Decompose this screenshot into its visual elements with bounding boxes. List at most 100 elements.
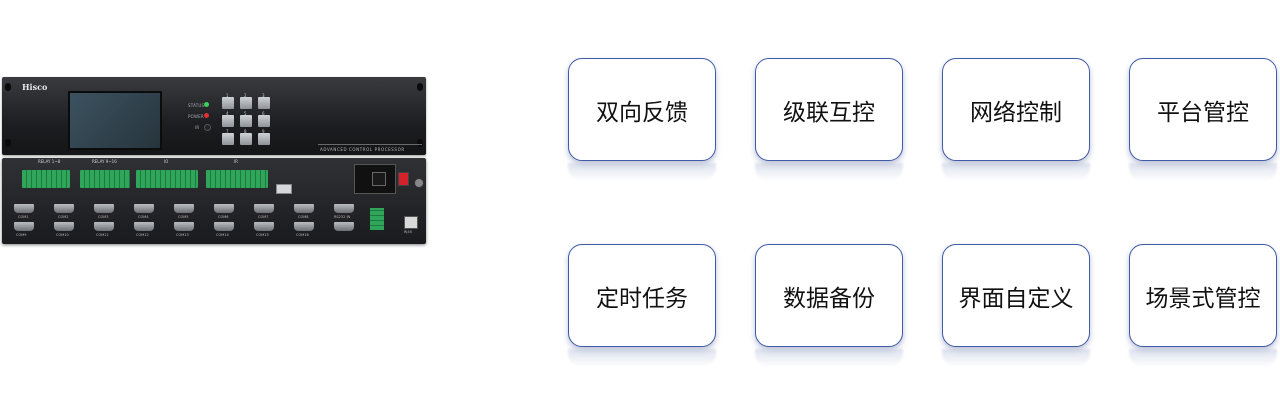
led-label-power: POWER [188, 114, 204, 119]
db9-port [94, 204, 114, 213]
key-number: 7 [226, 129, 229, 134]
db9-port [254, 204, 274, 213]
feature-card: 数据备份 [755, 244, 903, 347]
keypad [222, 97, 270, 145]
status-led [204, 102, 209, 107]
com-label: COM9 [16, 233, 27, 237]
rs232-label: RS232 IN [334, 215, 351, 219]
key-number: 3 [262, 93, 265, 98]
db9-port [54, 222, 74, 231]
rack-ear-hole [417, 139, 423, 147]
usb-port [276, 184, 292, 194]
brand-logo: Hisco [22, 82, 48, 92]
db9-port [334, 222, 354, 231]
key-number: 6 [262, 111, 265, 116]
feature-label: 双向反馈 [596, 99, 688, 126]
db9-port [134, 204, 154, 213]
relay2-label: RELAY 9~16 [92, 159, 117, 164]
card-reflection [1129, 349, 1277, 367]
keypad-key [222, 97, 234, 109]
rack-ear-hole [417, 83, 423, 91]
power-led [204, 113, 209, 118]
relay-terminal-block [80, 170, 130, 188]
feature-label: 数据备份 [783, 285, 875, 312]
card-reflection [1129, 163, 1277, 181]
feature-label: 级联互控 [783, 99, 875, 126]
db9-port [294, 222, 314, 231]
com-label: COM13 [176, 233, 189, 237]
db9-port [174, 222, 194, 231]
led-label-ir: IR [195, 125, 200, 130]
feature-card: 界面自定义 [942, 244, 1090, 347]
power-switch [398, 172, 409, 186]
ir-terminal-block [206, 170, 268, 188]
feature-card: 双向反馈 [568, 58, 716, 161]
ir-led [204, 124, 211, 131]
feature-card: 级联互控 [755, 58, 903, 161]
com-label: COM8 [298, 215, 309, 219]
feature-card: 平台管控 [1129, 58, 1277, 161]
db9-port [294, 204, 314, 213]
com-label: COM16 [296, 233, 309, 237]
keypad-key [240, 115, 252, 127]
power-socket [372, 172, 386, 186]
db9-port [334, 204, 354, 213]
relay1-label: RELAY 1~8 [38, 159, 61, 164]
key-number: 9 [262, 129, 265, 134]
rj45-label: RJ45 [404, 230, 412, 234]
io-label: IO [164, 159, 169, 164]
feature-label: 平台管控 [1157, 99, 1249, 126]
card-reflection [568, 349, 716, 367]
rack-ear-hole [5, 83, 11, 91]
key-number: 1 [226, 93, 229, 98]
com-label: COM14 [216, 233, 229, 237]
com-label: COM15 [256, 233, 269, 237]
db9-port [214, 222, 234, 231]
com-label: COM3 [98, 215, 109, 219]
feature-card: 网络控制 [942, 58, 1090, 161]
db9-port [14, 222, 34, 231]
ground-knob [414, 178, 424, 188]
com-label: COM4 [138, 215, 149, 219]
device-rear-panel: RELAY 1~8 RELAY 9~16 IO IR COM1 COM2 COM… [2, 158, 426, 244]
db9-port [14, 204, 34, 213]
com-label: COM5 [178, 215, 189, 219]
card-reflection [755, 163, 903, 181]
card-reflection [568, 163, 716, 181]
rack-ear-hole [5, 139, 11, 147]
feature-label: 网络控制 [970, 99, 1062, 126]
feature-label: 界面自定义 [958, 285, 1074, 312]
keypad-key [258, 133, 270, 145]
small-terminal-block [370, 208, 384, 230]
key-number: 8 [244, 129, 247, 134]
keypad-key [222, 133, 234, 145]
ir-label: IR [234, 159, 238, 164]
rj45-port [404, 216, 418, 229]
db9-port [54, 204, 74, 213]
front-divider [318, 144, 422, 145]
db9-port [94, 222, 114, 231]
led-label-status: STATUS [188, 103, 205, 108]
com-label: COM1 [18, 215, 29, 219]
com-label: COM6 [218, 215, 229, 219]
com-label: COM2 [58, 215, 69, 219]
card-reflection [942, 163, 1090, 181]
lcd-screen [68, 91, 162, 150]
relay-terminal-block [22, 170, 70, 188]
key-number: 5 [244, 111, 247, 116]
keypad-key [258, 115, 270, 127]
feature-card: 定时任务 [568, 244, 716, 347]
card-reflection [755, 349, 903, 367]
db9-port [174, 204, 194, 213]
key-number: 4 [226, 111, 229, 116]
keypad-key [258, 97, 270, 109]
keypad-key [240, 133, 252, 145]
device-image: Hisco STATUS POWER IR 1 2 3 4 5 6 7 8 9 … [0, 0, 440, 400]
com-label: COM7 [258, 215, 269, 219]
db9-port [214, 204, 234, 213]
keypad-key [240, 97, 252, 109]
feature-card: 场景式管控 [1129, 244, 1277, 347]
key-number: 2 [244, 93, 247, 98]
db9-port [254, 222, 274, 231]
com-label: COM11 [96, 233, 109, 237]
